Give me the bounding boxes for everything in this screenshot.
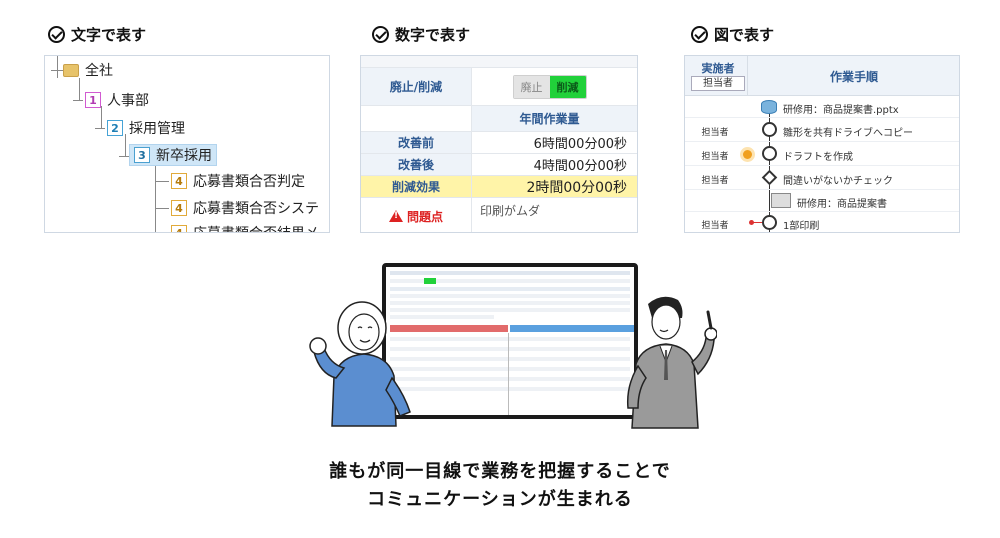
tree-node-label: 新卒採用	[156, 148, 212, 164]
step-assignee: 担当者	[701, 176, 729, 186]
step-label: 研修用：商品提案書.pptx	[783, 105, 899, 116]
level-badge: 2	[107, 120, 123, 136]
step-assignee: 担当者	[701, 128, 729, 138]
document-icon	[771, 193, 791, 208]
level-badge: 4	[171, 225, 187, 232]
steps-header: 作業手順	[829, 70, 878, 84]
decision-diamond-icon	[761, 169, 778, 186]
workflow-diagram-panel: 実施者 担当者 作業手順 研修用：商品提案書.pptx 担当者 雛形を共有ドライ…	[684, 55, 960, 233]
step-assignee: 担当者	[701, 221, 729, 231]
task-circle-icon	[762, 146, 777, 161]
step-assignee: 担当者	[701, 152, 729, 162]
print-circle-icon	[762, 215, 777, 230]
level-badge: 4	[171, 173, 187, 189]
step-label: 研修用：商品提案書	[797, 199, 887, 210]
tree-node-level4[interactable]: 4 応募書類合否判定	[171, 170, 305, 192]
tree-node-label: 全社	[85, 63, 113, 79]
step-row: 担当者 雛形を共有ドライブへコピー	[685, 118, 959, 142]
check-circle-icon	[691, 25, 708, 43]
tree-node-level2[interactable]: 2 採用管理	[107, 117, 185, 139]
annual-workload-header: 年間作業量	[471, 106, 637, 131]
toggle-reduce[interactable]: 削減	[549, 75, 586, 98]
section-heading-diagram: 図で表す	[691, 22, 774, 46]
section-heading-label: 文字で表す	[71, 25, 147, 44]
tree-node-label: 応募書類合否システ	[193, 201, 319, 217]
diagram-header: 実施者 担当者 作業手順	[685, 56, 959, 96]
sun-icon	[743, 150, 752, 159]
org-tree-panel: 全社 1 人事部 2 採用管理 3 新卒採用 4 応募書類合否判定 4 応募書類…	[44, 55, 330, 233]
issue-label: 問題点	[406, 209, 443, 224]
row-label: 削減効果	[361, 176, 471, 197]
woman-illustration	[309, 301, 411, 427]
task-circle-icon	[762, 122, 777, 137]
assignee-button[interactable]: 担当者	[691, 76, 745, 91]
warning-icon	[388, 210, 403, 222]
tree-node-level3-selected[interactable]: 3 新卒採用	[129, 144, 217, 166]
tree-node-label: 採用管理	[129, 121, 185, 137]
step-label: 間違いがないかチェック	[783, 176, 893, 187]
toggle-abolish[interactable]: 廃止	[513, 75, 550, 98]
row-value: 6時間00分00秒	[471, 132, 637, 153]
step-row: 研修用：商品提案書.pptx	[685, 96, 959, 118]
row-value: 4時間00分00秒	[471, 154, 637, 175]
caption-line-1: 誰もが同一目線で業務を把握することで	[329, 461, 671, 482]
issue-text[interactable]: 印刷がムダ	[471, 198, 637, 232]
tree-node-level1[interactable]: 1 人事部	[85, 89, 149, 111]
abolish-reduce-toggle[interactable]: 廃止 削減	[512, 74, 587, 99]
mini-toggle-icon	[424, 278, 436, 284]
row-value: 2時間00分00秒	[471, 176, 637, 197]
tree-node-level4[interactable]: 4 応募書類合否結果メ	[171, 222, 319, 232]
row-before: 改善前 6時間00分00秒	[361, 132, 637, 154]
step-label: 雛形を共有ドライブへコピー	[783, 128, 913, 139]
level-badge: 4	[171, 200, 187, 216]
caption-line-2: コミュニケーションが生まれる	[367, 489, 633, 510]
workload-panel: 廃止/削減 廃止 削減 年間作業量 改善前 6時間00分00秒 改善後 4時間0…	[360, 55, 638, 233]
step-row: 研修用：商品提案書	[685, 190, 959, 212]
step-row: 担当者 1部印刷	[685, 212, 959, 232]
tree-node-level4[interactable]: 4 応募書類合否システ	[171, 197, 319, 219]
row-after: 改善後 4時間00分00秒	[361, 154, 637, 176]
man-illustration	[626, 296, 717, 429]
folder-icon	[63, 63, 79, 77]
tree-node-label: 応募書類合否結果メ	[193, 223, 319, 232]
database-icon	[761, 100, 777, 114]
step-row: 担当者 ドラフトを作成	[685, 142, 959, 166]
step-label: 1部印刷	[783, 221, 820, 232]
tree-node-label: 応募書類合否判定	[193, 174, 305, 190]
level-badge: 1	[85, 92, 101, 108]
check-circle-icon	[48, 25, 65, 43]
row-label: 改善前	[361, 132, 471, 153]
toggle-row-label: 廃止/削減	[361, 68, 471, 105]
section-heading-label: 数字で表す	[395, 25, 471, 44]
monitor-illustration	[382, 263, 638, 419]
step-label: ドラフトを作成	[783, 152, 853, 163]
row-reduction-effect: 削減効果 2時間00分00秒	[361, 176, 637, 198]
executor-header: 実施者	[701, 62, 735, 75]
connector-dot-icon	[749, 220, 754, 225]
row-label: 改善後	[361, 154, 471, 175]
check-circle-icon	[372, 25, 389, 43]
tree-node-root[interactable]: 全社	[63, 59, 113, 81]
tree-node-label: 人事部	[107, 93, 149, 109]
row-issue: 問題点 印刷がムダ	[361, 198, 637, 232]
step-row: 担当者 間違いがないかチェック	[685, 166, 959, 190]
section-heading-text: 文字で表す	[48, 22, 146, 46]
level-badge: 3	[134, 147, 150, 163]
section-heading-label: 図で表す	[714, 25, 775, 44]
section-heading-number: 数字で表す	[372, 22, 470, 46]
